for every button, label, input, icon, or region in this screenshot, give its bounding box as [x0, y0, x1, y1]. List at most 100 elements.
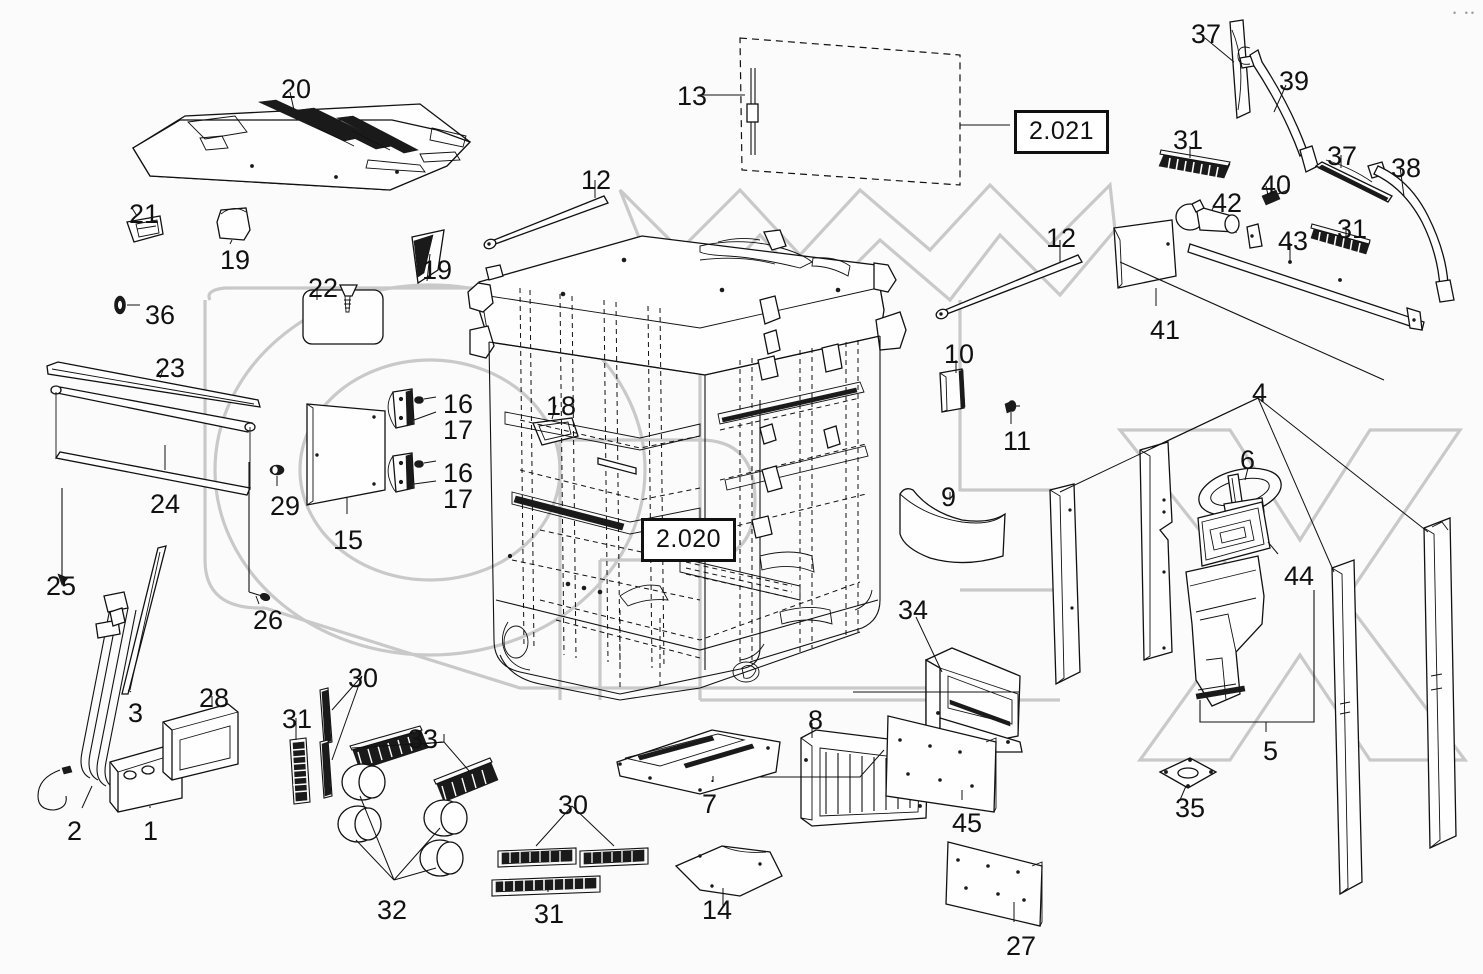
part-22-interior-mirror — [302, 284, 384, 345]
part-9-wheel-arch-trim — [899, 488, 1006, 564]
part-31d-grip-strip-long — [491, 875, 601, 897]
callout-sun-blind-rail: 23 — [155, 353, 186, 383]
callout-hinge-bracket: 17 — [443, 484, 474, 514]
callout-corner-cap: 19 — [220, 245, 251, 275]
callout-door-latch-cover: 10 — [944, 339, 975, 369]
callout-mirror-arm-long: 39 — [1279, 66, 1310, 96]
callout-washer-pump-motor: 42 — [1212, 188, 1243, 218]
reference-box-2-021[interactable]: 2.021 — [1014, 110, 1110, 154]
part-18-door-handle — [532, 404, 579, 446]
boundary-2021 — [739, 37, 961, 186]
callout-steering-column: 5 — [1263, 736, 1279, 766]
part-5-steering-column — [1185, 555, 1315, 732]
callout-floor-mat: 7 — [702, 789, 718, 819]
part-24-sun-blind — [50, 385, 256, 496]
part-45-side-panel — [885, 715, 997, 813]
part-44-steering-column-cover — [1197, 501, 1279, 567]
part-30a-seal-strip — [319, 675, 363, 799]
callout-hinge-bracket: 17 — [443, 415, 474, 445]
callout-side-panel: 45 — [952, 808, 983, 838]
callout-steering-column-cover: 44 — [1284, 561, 1315, 591]
part-29-bolt — [269, 464, 285, 486]
callout-screw: 11 — [1003, 426, 1032, 456]
callout-wiper-blade: 3 — [128, 698, 144, 728]
part-31c-grip-strip — [289, 718, 311, 805]
callout-floor-plate: 14 — [702, 895, 733, 925]
corner-mark: • •• — [1453, 8, 1477, 18]
part-4-trim-panel-left — [1139, 441, 1173, 661]
callout-clamp-strip: 33 — [408, 724, 439, 754]
callout-mounting-bracket: 41 — [1150, 315, 1181, 345]
part-4-trim-panel-far-right — [1423, 517, 1457, 850]
callout-retaining-clip: 36 — [145, 300, 176, 330]
part-10-door-latch-cover — [939, 360, 966, 413]
reference-box-2-020[interactable]: 2.020 — [641, 518, 737, 562]
callout-steering-wheel: 6 — [1240, 445, 1256, 475]
part-36-retaining-clip — [114, 295, 140, 315]
callout-grip-strip: 31 — [534, 899, 565, 929]
callout-gas-strut: 12 — [581, 165, 612, 195]
callout-rear-view-mirror: 37 — [1191, 19, 1222, 49]
part-34-step-bracket — [853, 616, 1023, 753]
callout-hinge-bolt: 16 — [443, 389, 474, 419]
part-26-screw-long — [248, 462, 271, 605]
part-27-rear-panel — [945, 841, 1043, 927]
part-4-trim-panel-mid — [1049, 483, 1081, 686]
part-13-antenna-rod — [700, 68, 759, 155]
callout-side-rail: 43 — [1278, 226, 1309, 256]
part-21-interior-lamp-lens — [126, 207, 164, 243]
part-28-housing-box — [162, 696, 239, 781]
callout-door-handle: 18 — [546, 391, 577, 421]
part-7-floor-mat — [616, 729, 781, 795]
callout-corner-cap: 19 — [422, 255, 453, 285]
callout-interior-mirror: 22 — [308, 273, 339, 303]
part-42-washer-pump-motor — [1175, 199, 1240, 234]
part-38-mirror-arm-curved — [1373, 165, 1455, 303]
callout-rear-window-glass: 15 — [333, 525, 364, 555]
callout-mounting-plate: 35 — [1175, 793, 1206, 823]
callout-seal-strip: 30 — [348, 663, 379, 693]
callout-hinge-bolt: 16 — [443, 458, 474, 488]
callout-gas-strut: 12 — [1046, 223, 1077, 253]
callout-grip-strip: 31 — [1337, 214, 1368, 244]
part-23-sun-blind-rail — [46, 361, 261, 408]
part-35-mounting-plate — [1158, 757, 1218, 801]
callout-pin: 40 — [1261, 170, 1292, 200]
part-40-pin — [1261, 185, 1289, 206]
callout-air-vent-grille: 8 — [808, 705, 824, 735]
callout-antenna-rod: 13 — [677, 81, 708, 111]
callout-wiper-arm: 2 — [67, 816, 83, 846]
callout-wheel-arch-trim: 9 — [941, 482, 957, 512]
part-39-mirror-arm-long — [1237, 46, 1319, 173]
part-12b-gas-strut — [935, 240, 1083, 320]
part-30b-seal-strips — [497, 805, 649, 868]
part-37a-rear-view-mirror — [1204, 19, 1255, 119]
callout-grommet: 32 — [377, 895, 408, 925]
part-43-side-rail — [1119, 223, 1425, 381]
part-19b-corner-cap — [411, 229, 445, 285]
part-15-rear-window-glass — [306, 403, 386, 514]
callout-grip-strip: 31 — [282, 704, 313, 734]
callout-rear-panel: 27 — [1006, 931, 1037, 961]
callout-interior-lamp-lens: 21 — [129, 199, 160, 229]
callout-mirror-arm-curved: 38 — [1391, 153, 1422, 183]
callout-trim-panel-set: 4 — [1252, 378, 1268, 408]
callout-pin-rod: 25 — [46, 571, 77, 601]
callout-housing-box: 28 — [199, 683, 230, 713]
part-17a-hinge-bracket — [387, 388, 437, 429]
callout-bolt: 29 — [270, 491, 301, 521]
part-3-wiper-blade — [121, 545, 167, 695]
callout-seal-strip: 30 — [558, 790, 589, 820]
callout-rear-view-mirror: 37 — [1327, 141, 1358, 171]
part-31a-grip-strip — [1158, 146, 1231, 179]
leader-lines-part-33 — [351, 734, 471, 773]
callout-screw-long: 26 — [253, 605, 284, 635]
callout-step-bracket: 34 — [898, 595, 929, 625]
part-20-cab-roof-panel — [132, 91, 472, 191]
part-4-trim-panel-right — [1331, 559, 1363, 896]
part-11-screw — [1004, 400, 1020, 424]
part-14-floor-plate — [674, 845, 783, 906]
callout-grip-strip: 31 — [1173, 125, 1204, 155]
